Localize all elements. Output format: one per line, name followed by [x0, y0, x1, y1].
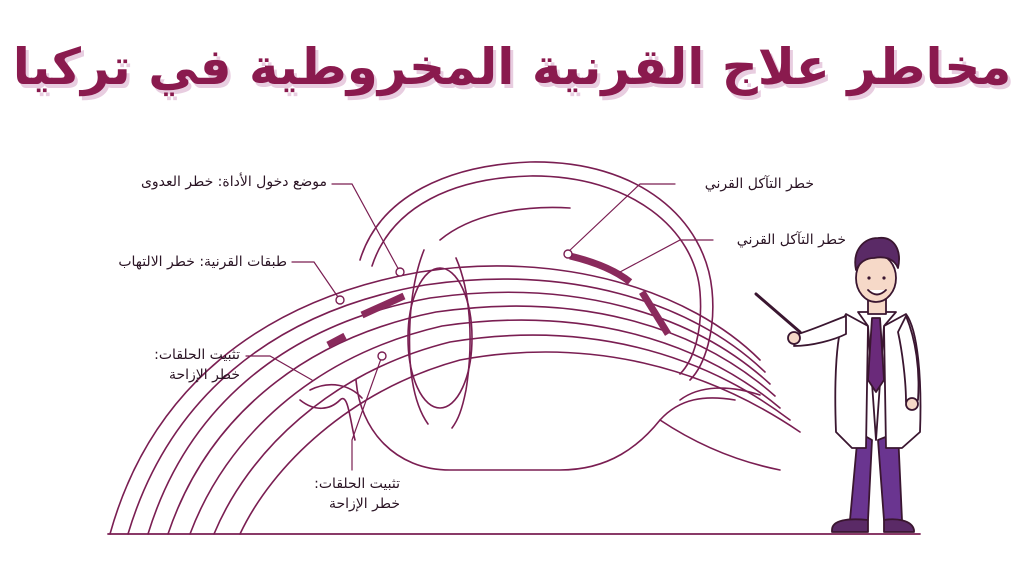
label-rings-left-line1: تثبيت الحلقات:: [154, 347, 240, 363]
leader-lines: [245, 183, 714, 471]
label-rings-bottom-line1: تثبيت الحلقات:: [314, 476, 400, 492]
label-corneal-layers: طبقات القرنية: خطر الالتهاب: [118, 254, 287, 270]
label-rings-bottom-line2: خطر الإزاحة: [329, 496, 400, 512]
lens: [407, 267, 473, 409]
ring-segments: [326, 252, 671, 349]
label-erosion-top: خطر التآكل القرني: [704, 176, 814, 192]
pointer-stick-icon: [754, 292, 802, 334]
doctor-presenter-illustration: [754, 237, 922, 533]
marker-dots: [335, 249, 573, 361]
page-title: مخاطر علاج القرنية المخروطية في تركيا: [12, 38, 1012, 96]
label-erosion-right: خطر التآكل القرني: [736, 232, 846, 248]
label-entry-site: موضع دخول الأداة: خطر العدوى: [140, 174, 327, 190]
eyeball-outline: [359, 161, 714, 381]
label-rings-left-line2: خطر الإزاحة: [169, 367, 240, 383]
